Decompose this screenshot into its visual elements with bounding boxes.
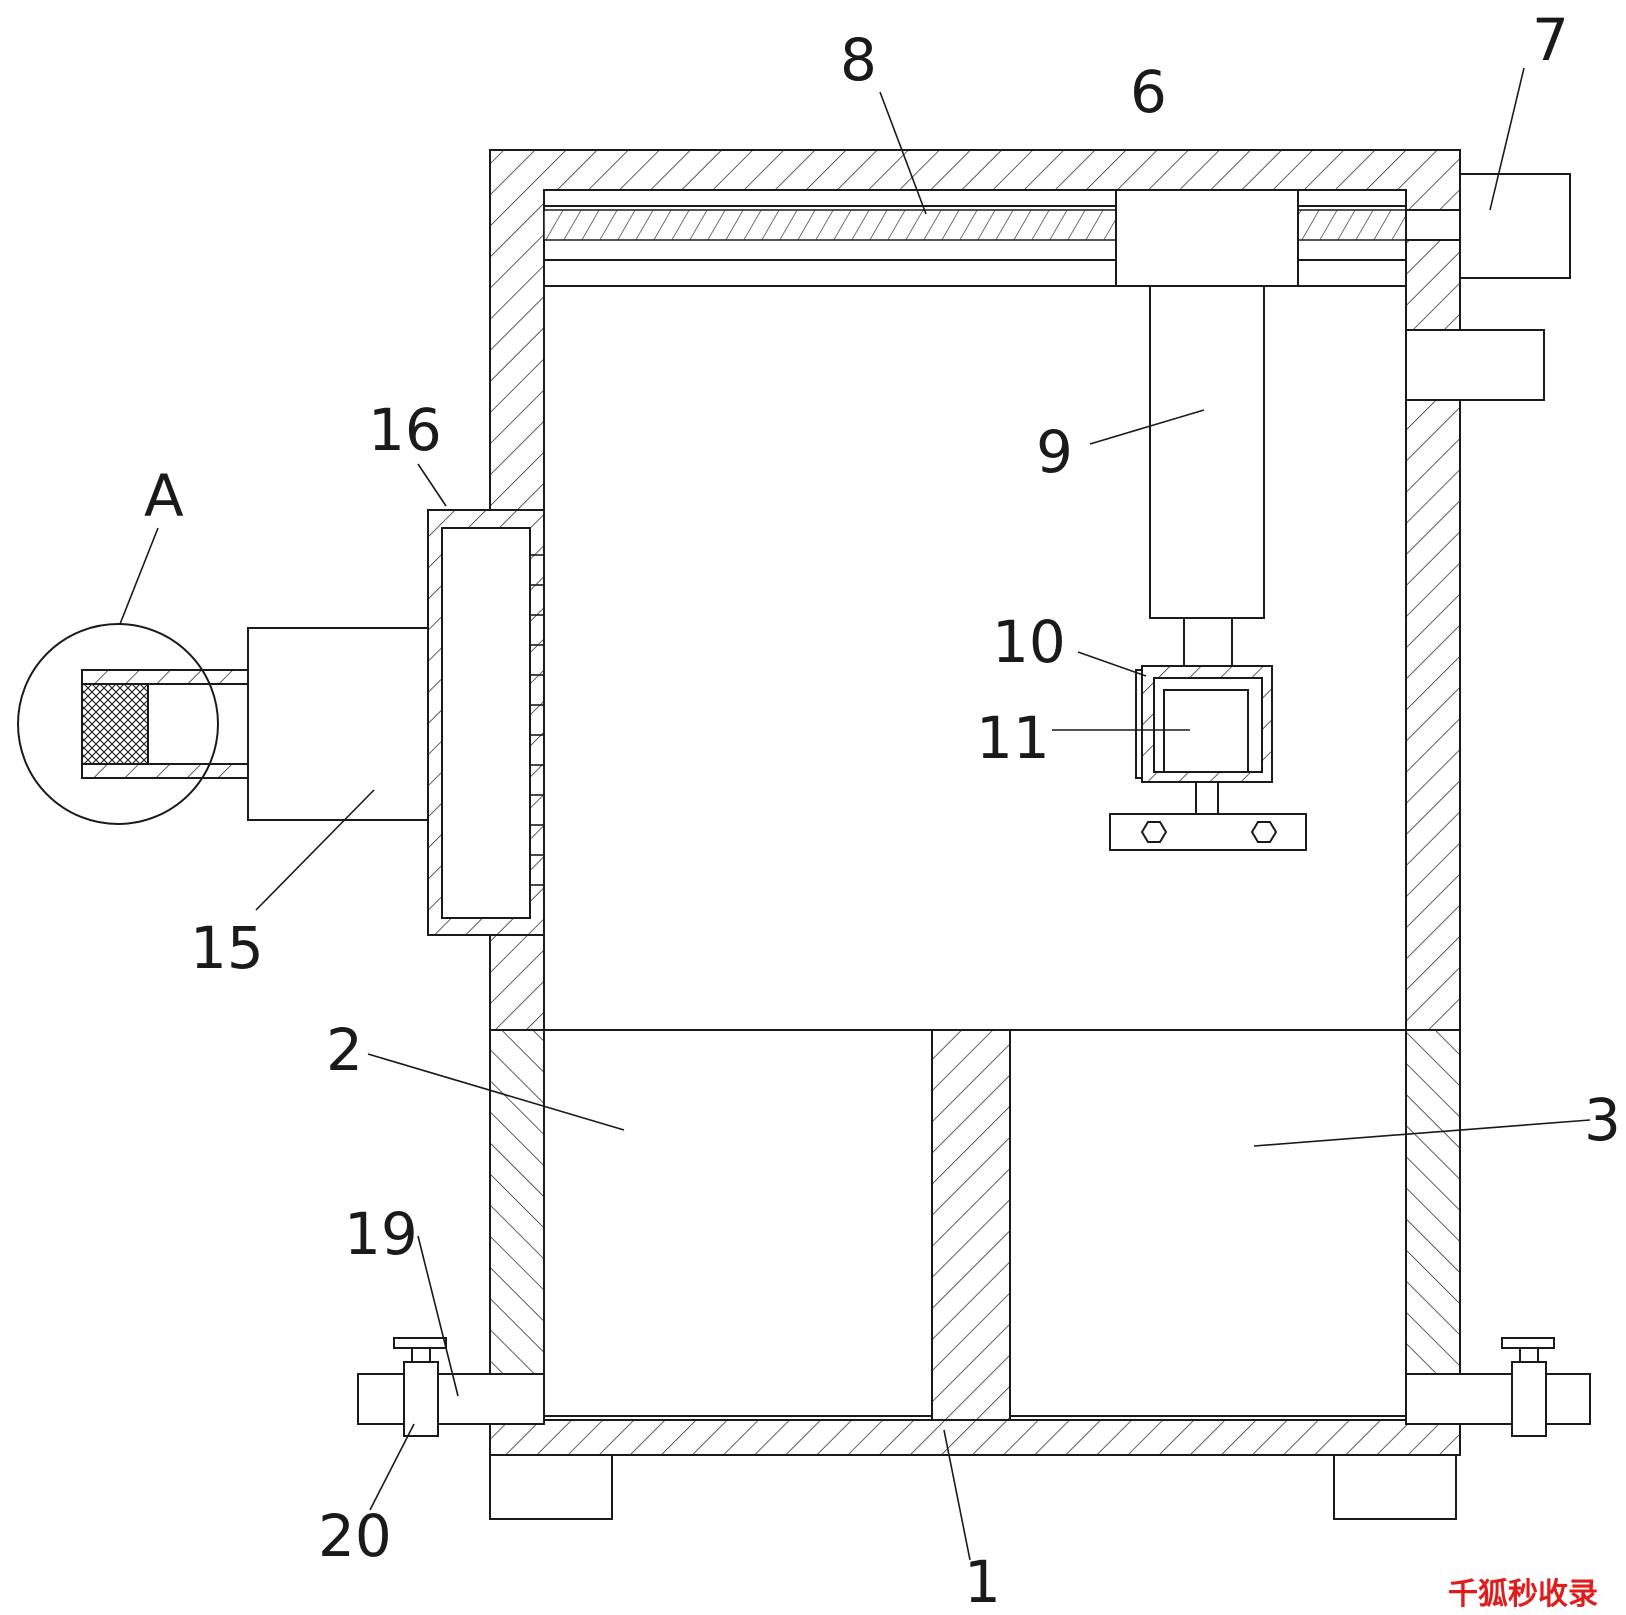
motor: [1459, 173, 1571, 279]
fan-box: [247, 627, 429, 821]
housing: [489, 149, 1461, 1456]
label-8: 8: [840, 26, 877, 94]
label-9: 9: [1036, 418, 1073, 486]
label-1: 1: [964, 1548, 1001, 1615]
leader-lines: [119, 67, 1591, 1561]
holder-assembly: [1109, 665, 1307, 851]
label-10: 10: [992, 608, 1066, 676]
label-a: A: [144, 462, 184, 530]
slider-block: [1115, 189, 1299, 287]
detail-a-tube: [17, 623, 249, 825]
right-drain-valve: [1405, 1337, 1591, 1437]
label-3: 3: [1584, 1086, 1621, 1154]
left-drain-valve: [357, 1337, 545, 1437]
label-6: 6: [1130, 58, 1167, 126]
label-2: 2: [326, 1016, 363, 1084]
lead-screw-assembly: [543, 205, 1461, 287]
right-chamber: [1009, 1029, 1407, 1417]
cylinder: [1149, 285, 1265, 619]
left-foot: [489, 1454, 613, 1520]
label-20: 20: [318, 1502, 392, 1570]
label-15: 15: [190, 914, 264, 982]
side-frame: [427, 509, 545, 936]
right-outlet: [1405, 329, 1545, 401]
label-19: 19: [344, 1200, 418, 1268]
label-11: 11: [976, 704, 1050, 772]
label-7: 7: [1532, 6, 1569, 74]
piston-rod: [1183, 617, 1233, 667]
left-chamber: [543, 1029, 933, 1417]
watermark: 千狐秒收录: [1448, 1577, 1598, 1612]
label-16: 16: [368, 396, 442, 464]
right-foot: [1333, 1454, 1457, 1520]
